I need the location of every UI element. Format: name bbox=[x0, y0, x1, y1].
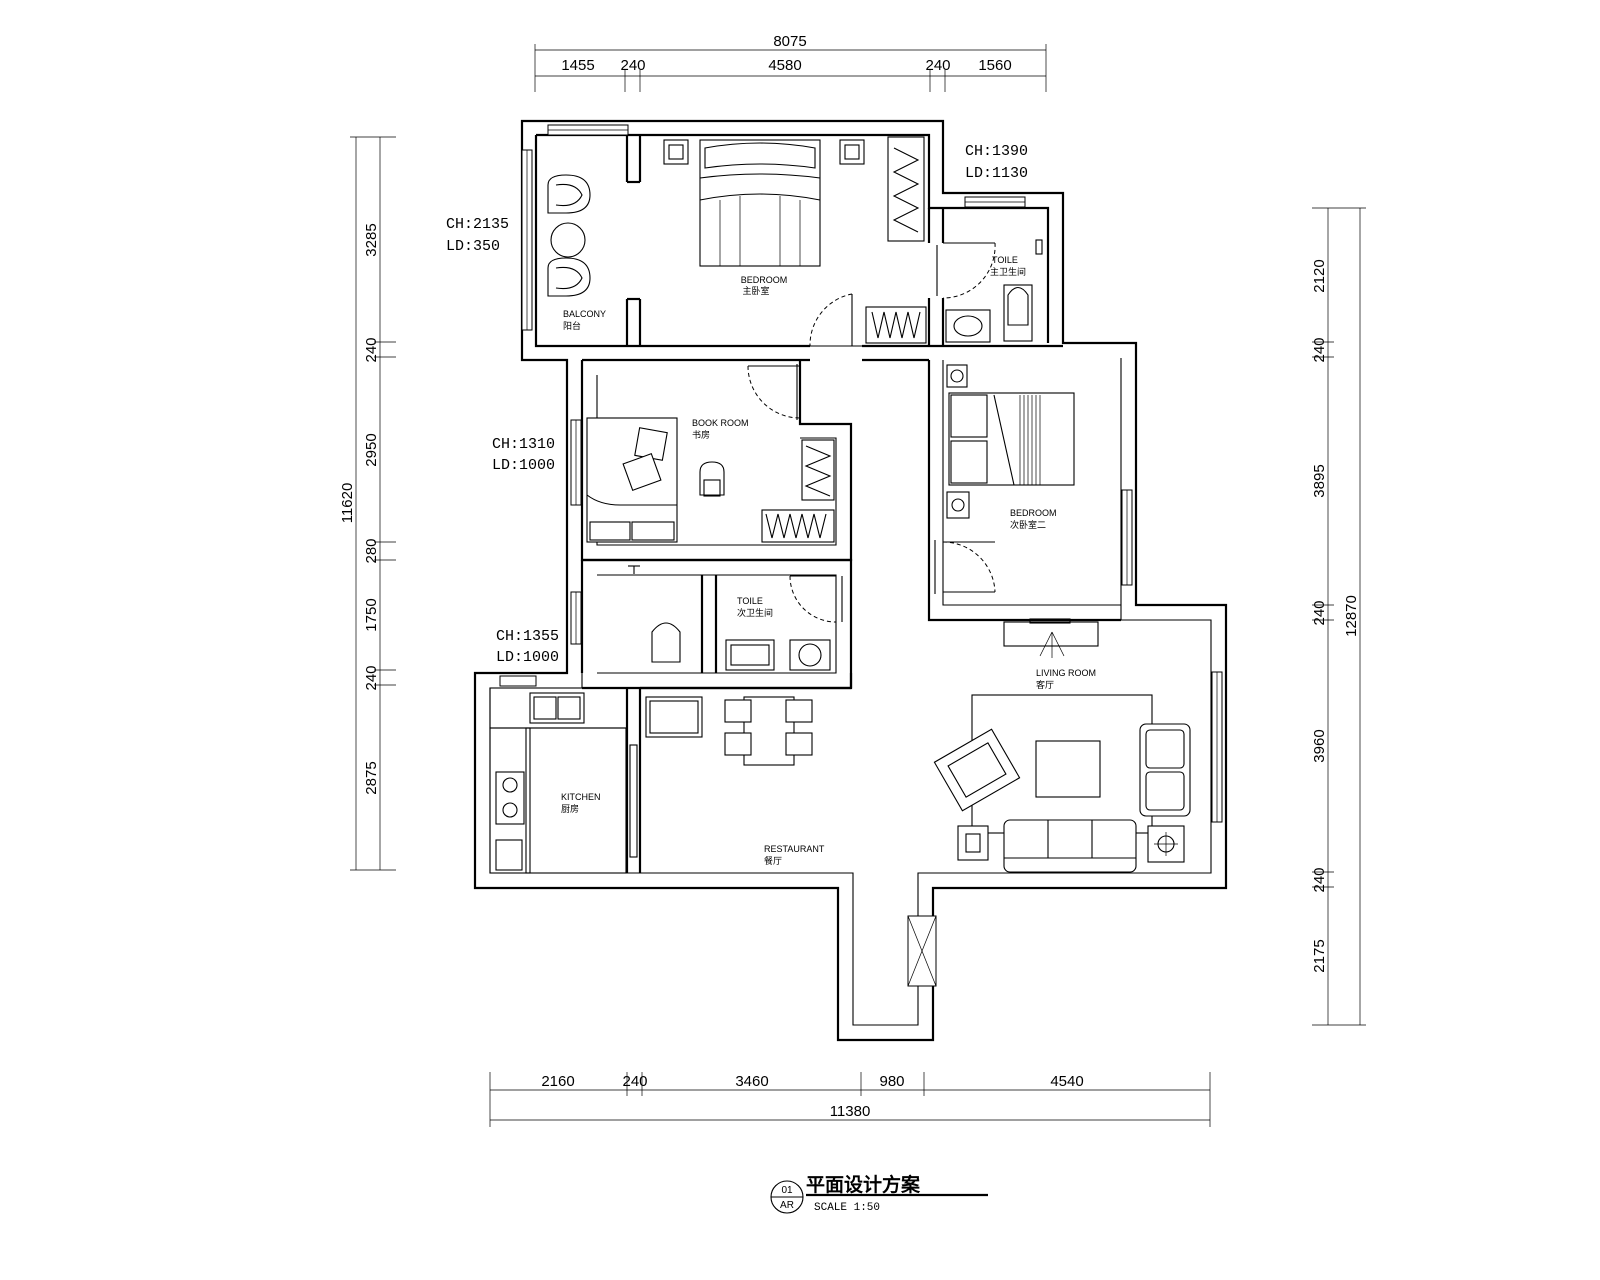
dim-right-5: 3960 bbox=[1311, 729, 1328, 762]
label-toilet-mid: TOILE bbox=[737, 596, 763, 606]
right-dimensions: 12870 2120 240 3895 240 3960 240 2175 bbox=[1311, 207, 1366, 1026]
main-sofa bbox=[1003, 819, 1137, 873]
dim-bottom-2: 240 bbox=[622, 1073, 647, 1090]
dim-bottom-3: 3460 bbox=[735, 1073, 768, 1090]
dim-left-total: 11620 bbox=[339, 483, 356, 524]
left-dimensions: 11620 3285 240 2950 280 1750 240 2875 bbox=[339, 136, 396, 871]
dim-top-5: 1560 bbox=[978, 57, 1011, 74]
second-bed bbox=[948, 392, 1075, 486]
dim-right-3: 3895 bbox=[1311, 464, 1328, 497]
dim-left-7: 2875 bbox=[363, 761, 380, 794]
dining-furniture bbox=[645, 696, 813, 766]
label-bedroom-second: BEDROOM bbox=[1010, 508, 1057, 518]
dim-top-2: 240 bbox=[620, 57, 645, 74]
dim-bottom-5: 4540 bbox=[1050, 1073, 1083, 1090]
dim-right-7: 2175 bbox=[1311, 939, 1328, 972]
note-balcony-ch: CH:2135 bbox=[446, 216, 509, 233]
second-bedroom-furniture bbox=[946, 364, 1075, 519]
dim-left-3: 2950 bbox=[363, 433, 380, 466]
room-labels: BEDROOM 主卧室 BALCONY 阳台 TOILE 主卫生间 BOOK R… bbox=[561, 255, 1096, 867]
dim-left-6: 240 bbox=[363, 665, 380, 690]
label-bedroom-main: BEDROOM bbox=[741, 275, 788, 285]
master-toilet-fixtures bbox=[945, 239, 1043, 343]
dim-right-total: 12870 bbox=[1343, 595, 1360, 637]
dim-left-2: 240 bbox=[363, 337, 380, 362]
label-balcony-cn: 阳台 bbox=[563, 320, 581, 332]
label-book-room-cn: 书房 bbox=[692, 429, 710, 441]
windows bbox=[499, 124, 1223, 987]
dim-top-1: 1455 bbox=[561, 57, 594, 74]
dim-bottom-1: 2160 bbox=[541, 1073, 574, 1090]
double-bed bbox=[699, 139, 821, 267]
note-book-room-ch: CH:1310 bbox=[492, 436, 555, 453]
dim-top-4: 240 bbox=[925, 57, 950, 74]
label-bedroom-main-cn: 主卧室 bbox=[742, 285, 769, 297]
label-kitchen-cn: 厨房 bbox=[561, 803, 579, 815]
balcony-furniture bbox=[547, 174, 591, 297]
armchair bbox=[933, 728, 1021, 812]
drawing-scale: SCALE 1:50 bbox=[814, 1202, 880, 1214]
dim-left-4: 280 bbox=[363, 538, 380, 563]
note-book-room-ld: LD:1000 bbox=[492, 457, 555, 474]
dim-left-1: 3285 bbox=[363, 223, 380, 256]
note-toilet-mid-ch: CH:1355 bbox=[496, 628, 559, 645]
title-block: 01 AR 平面设计方案 SCALE 1:50 bbox=[770, 1173, 988, 1214]
note-toilet-top-ld: LD:1130 bbox=[965, 165, 1028, 182]
book-shelf bbox=[801, 439, 835, 501]
dim-bottom-4: 980 bbox=[879, 1073, 904, 1090]
label-living-room-cn: 客厅 bbox=[1036, 679, 1054, 691]
dim-top-total: 8075 bbox=[773, 33, 806, 50]
book-room-furniture bbox=[586, 417, 835, 543]
coffee-table bbox=[1035, 740, 1101, 798]
dim-bottom-total: 11380 bbox=[830, 1103, 871, 1120]
dim-right-6: 240 bbox=[1311, 867, 1328, 892]
note-toilet-mid-ld: LD:1000 bbox=[496, 649, 559, 666]
living-room-furniture bbox=[933, 618, 1191, 873]
bottom-dimensions: 2160 240 3460 980 4540 11380 bbox=[489, 1072, 1211, 1127]
label-balcony: BALCONY bbox=[563, 309, 606, 319]
label-kitchen: KITCHEN bbox=[561, 792, 601, 802]
side-sofa bbox=[1139, 723, 1191, 817]
dim-top-3: 4580 bbox=[768, 57, 801, 74]
note-balcony-ld: LD:350 bbox=[446, 238, 500, 255]
ceiling-notes: CH:2135 LD:350 CH:1390 LD:1130 CH:1310 L… bbox=[446, 143, 1028, 666]
dim-right-1: 2120 bbox=[1311, 259, 1328, 292]
doors bbox=[629, 242, 996, 858]
dim-right-4: 240 bbox=[1311, 600, 1328, 625]
drawing-title: 平面设计方案 bbox=[806, 1173, 921, 1196]
cooktop bbox=[495, 771, 525, 825]
dim-left-5: 1750 bbox=[363, 598, 380, 631]
interior-walls bbox=[580, 135, 1121, 873]
master-bedroom-furniture bbox=[663, 136, 927, 344]
label-toilet-top: TOILE bbox=[992, 255, 1018, 265]
drawing-number: 01 bbox=[781, 1185, 793, 1196]
label-living-room: LIVING ROOM bbox=[1036, 668, 1096, 678]
label-toilet-mid-cn: 次卫生间 bbox=[737, 607, 773, 619]
label-toilet-top-cn: 主卫生间 bbox=[990, 266, 1026, 278]
sideboard bbox=[645, 696, 703, 738]
label-restaurant: RESTAURANT bbox=[764, 844, 825, 854]
label-restaurant-cn: 餐厅 bbox=[764, 855, 782, 867]
kitchen-furniture bbox=[489, 687, 628, 874]
drawing-sheet: AR bbox=[780, 1200, 794, 1211]
desk-chair bbox=[699, 461, 725, 496]
top-dimensions: 8075 1455 240 4580 240 1560 bbox=[534, 33, 1047, 92]
kitchen-sink bbox=[529, 692, 585, 724]
label-bedroom-second-cn: 次卧室二 bbox=[1010, 519, 1046, 531]
dim-right-2: 240 bbox=[1311, 337, 1328, 362]
note-toilet-top-ch: CH:1390 bbox=[965, 143, 1028, 160]
mid-toilet-fixtures bbox=[628, 565, 831, 671]
label-book-room: BOOK ROOM bbox=[692, 418, 749, 428]
